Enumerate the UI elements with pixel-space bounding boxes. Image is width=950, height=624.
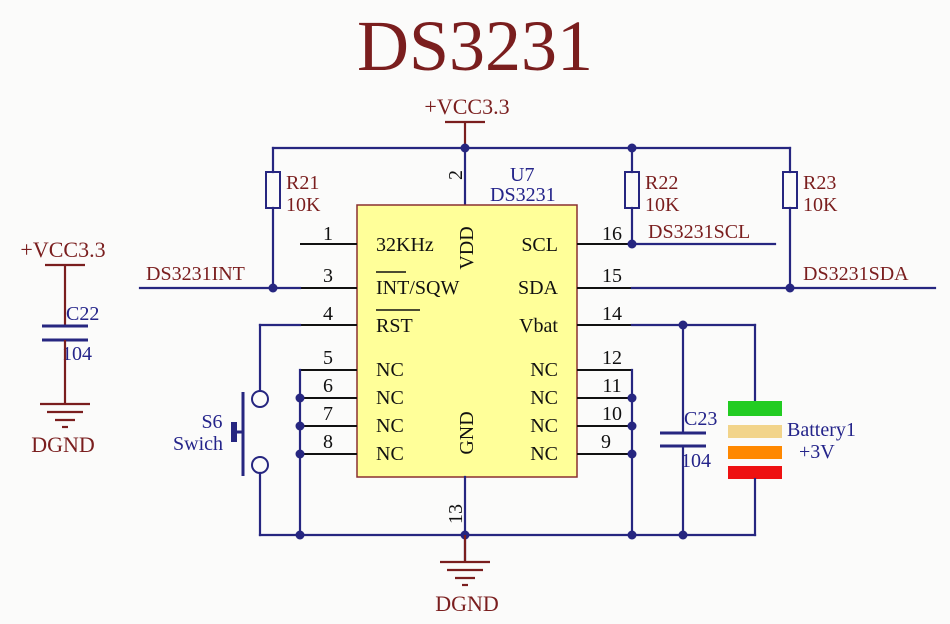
pin-7-number: 7 (323, 403, 333, 425)
pin-11-name: NC (530, 387, 558, 409)
junction (295, 449, 305, 459)
resistor-r23: R23 10K (782, 146, 838, 290)
vcc-symbol-left: +VCC3.3 (20, 237, 106, 326)
pin-10-number: 10 (602, 403, 622, 425)
r23-designator: R23 (803, 172, 836, 194)
pin-14-number: 14 (602, 303, 622, 325)
junction (295, 393, 305, 403)
vcc-label-main: +VCC3.3 (424, 94, 509, 119)
pin-6-number: 6 (323, 375, 333, 397)
s6-type: Swich (173, 433, 223, 455)
switch-s6: S6 Swich (173, 323, 302, 537)
resistor-r22: R22 10K (624, 146, 680, 246)
c23-designator: C23 (684, 408, 717, 430)
pin-9-number: 9 (601, 431, 611, 453)
ic-right-pins: 16 15 14 12 11 10 9 SCL SDA Vbat NC NC N… (518, 223, 632, 465)
pin-16-name: SCL (521, 234, 558, 256)
title: DS3231 (357, 6, 593, 86)
resistor-r21: R21 10K (265, 146, 321, 290)
battery-battery1: Battery1 +3V (728, 323, 856, 537)
c23-value: 104 (681, 450, 711, 472)
junction (268, 283, 278, 293)
pin-7-name: NC (376, 415, 404, 437)
pin-8-number: 8 (323, 431, 333, 453)
pin-3-name: INT/SQW (376, 277, 459, 299)
pin-5-name: NC (376, 359, 404, 381)
pin-5-number: 5 (323, 347, 333, 369)
junction (627, 421, 637, 431)
gnd-pin-number: 13 (445, 504, 467, 524)
vdd-pin-number: 2 (445, 170, 467, 180)
pin-6-name: NC (376, 387, 404, 409)
net-label-int: DS3231INT (146, 263, 245, 285)
pin-15-number: 15 (602, 265, 622, 287)
pin-3-number: 3 (323, 265, 333, 287)
junction (785, 283, 795, 293)
pin-16-number: 16 (602, 223, 622, 245)
pin-14-name: Vbat (519, 315, 558, 337)
pin-11-number: 11 (602, 375, 621, 397)
c22-designator: C22 (66, 303, 99, 325)
pin-12-number: 12 (602, 347, 622, 369)
pin-1-number: 1 (323, 223, 333, 245)
junction (627, 449, 637, 459)
c22-value: 104 (62, 343, 92, 365)
vcc-label-left: +VCC3.3 (20, 237, 105, 262)
pin-15-name: SDA (518, 277, 559, 299)
r21-value: 10K (286, 194, 321, 216)
battery-cell-3 (728, 446, 782, 459)
junction (627, 530, 637, 540)
junction (460, 143, 470, 153)
capacitor-c23: C23 104 (660, 323, 717, 537)
pin-1-name: 32KHz (376, 234, 434, 256)
junction (295, 530, 305, 540)
battery-cell-1 (728, 401, 782, 416)
gnd-symbol-main: DGND (435, 535, 499, 616)
pin-12-name: NC (530, 359, 558, 381)
r21-designator: R21 (286, 172, 319, 194)
gnd-label-main: DGND (435, 591, 499, 616)
ic-designator: U7 (510, 164, 534, 186)
ic-part: DS3231 (490, 184, 556, 206)
r22-value: 10K (645, 194, 680, 216)
gnd-label-left: DGND (31, 432, 95, 457)
s6-designator: S6 (201, 411, 222, 433)
gnd-symbol-left: DGND (31, 340, 95, 457)
ic-u7: U7 DS3231 VDD GND (356, 164, 578, 478)
r22-designator: R22 (645, 172, 678, 194)
battery-cell-4 (728, 466, 782, 479)
pin-10-name: NC (530, 415, 558, 437)
ic-body (356, 204, 578, 478)
battery-cell-2 (728, 425, 782, 438)
battery-voltage: +3V (799, 441, 835, 463)
battery-designator: Battery1 (787, 419, 856, 441)
ic-vdd-label: VDD (456, 226, 478, 269)
junction (295, 421, 305, 431)
junction (627, 393, 637, 403)
pin-9-name: NC (530, 443, 558, 465)
pin-4-name: RST (376, 315, 413, 337)
pin-4-number: 4 (323, 303, 333, 325)
junction (627, 239, 637, 249)
capacitor-c22: C22 104 (42, 303, 99, 365)
ic-left-pins: 1 3 4 5 6 7 8 32KHz INT/SQW RST NC NC NC… (300, 223, 459, 465)
pin-8-name: NC (376, 443, 404, 465)
net-label-sda: DS3231SDA (803, 263, 909, 285)
r23-value: 10K (803, 194, 838, 216)
net-label-scl: DS3231SCL (648, 221, 750, 243)
vcc-symbol-main: +VCC3.3 (424, 94, 510, 148)
ic-gnd-label: GND (456, 411, 478, 454)
